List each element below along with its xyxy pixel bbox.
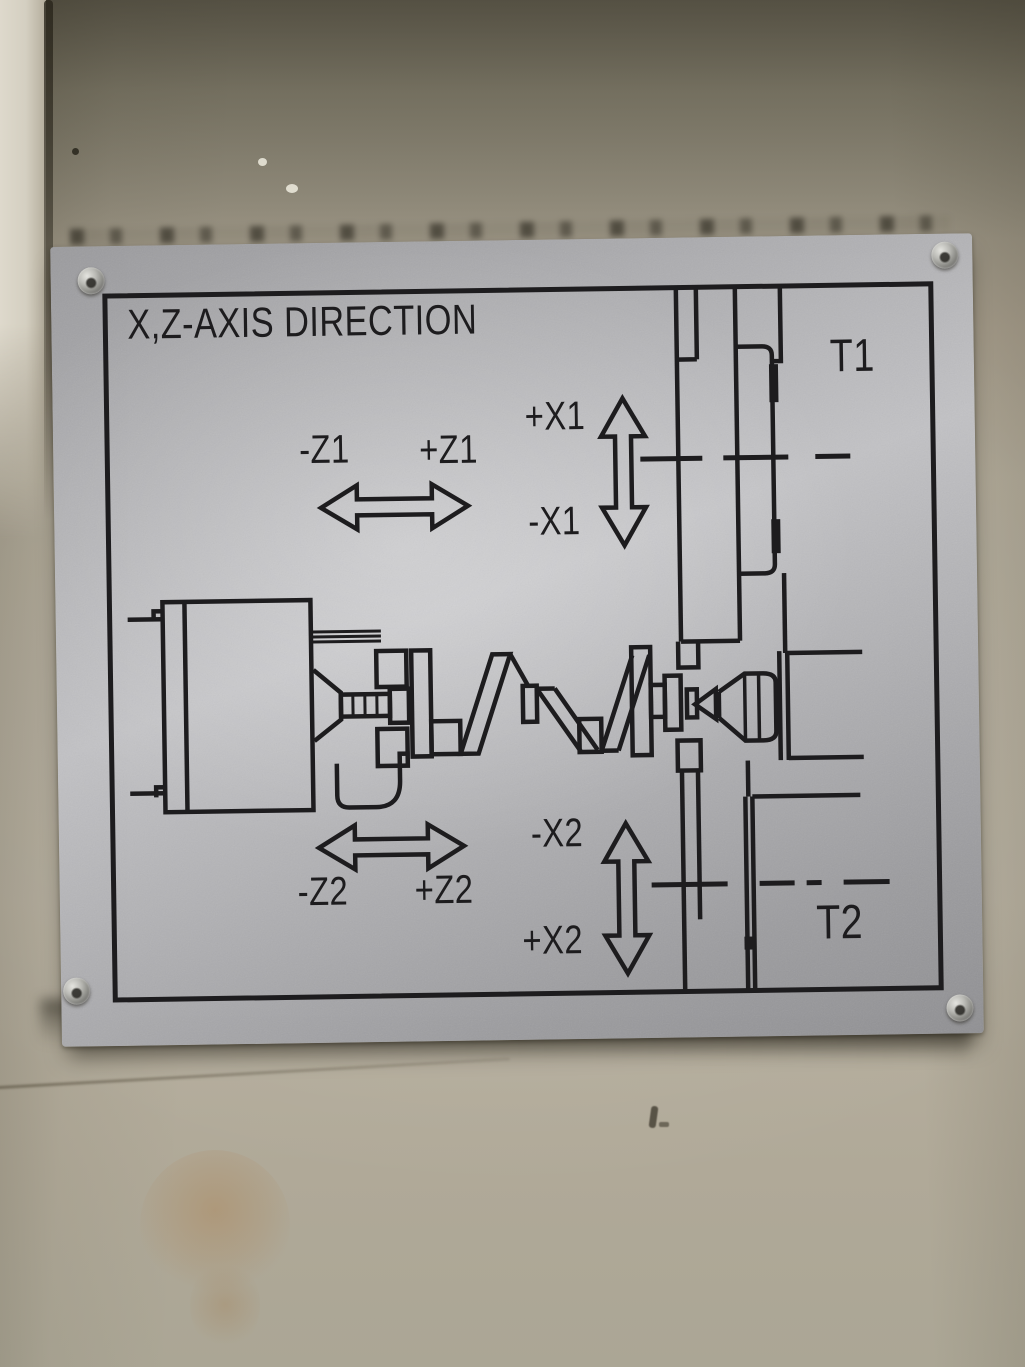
centerline-t1 [640, 453, 851, 462]
turret-t1-drawing [673, 286, 788, 670]
turret-t1-label: T1 [829, 328, 876, 382]
x2-axis-arrow-icon [600, 818, 654, 978]
wall-hole [72, 148, 79, 155]
headstock-chuck-drawing [127, 597, 412, 815]
wall-top-shadow [0, 0, 1025, 250]
wall-corner-edge [0, 0, 46, 540]
paint-chip [258, 158, 267, 166]
lathe-schematic-drawing [50, 233, 984, 1047]
tailstock-center-drawing [684, 649, 864, 761]
z1-axis-arrow-icon [316, 480, 473, 534]
axis-direction-plate: X,Z-AXIS DIRECTION T1 T2 -Z1 +Z1 +X1 -X1… [50, 233, 984, 1047]
x2-positive-label: +X2 [522, 918, 584, 963]
paint-chip [286, 184, 298, 193]
z2-positive-label: +Z2 [414, 867, 474, 913]
turret-t2-label: T2 [815, 895, 864, 950]
wall-stain [190, 1260, 260, 1350]
wall-corner-line [44, 0, 53, 520]
z1-negative-label: -Z1 [298, 427, 350, 473]
z2-axis-arrow-icon [314, 820, 469, 874]
x1-positive-label: +X1 [524, 393, 586, 439]
plate-title: X,Z-AXIS DIRECTION [126, 295, 478, 348]
plate-border [102, 281, 944, 1003]
z1-positive-label: +Z1 [418, 427, 479, 473]
x2-negative-label: -X2 [530, 811, 584, 856]
centerline-t2 [651, 878, 890, 888]
z2-negative-label: -Z2 [297, 869, 349, 915]
metal-texture [50, 233, 984, 1047]
crankshaft-workpiece-drawing [408, 644, 684, 759]
wall-stain [140, 1150, 290, 1300]
x1-axis-arrow-icon [597, 393, 650, 550]
x1-negative-label: -X1 [527, 499, 581, 544]
wall-mark [659, 1122, 669, 1127]
turret-t2-drawing [675, 738, 861, 990]
